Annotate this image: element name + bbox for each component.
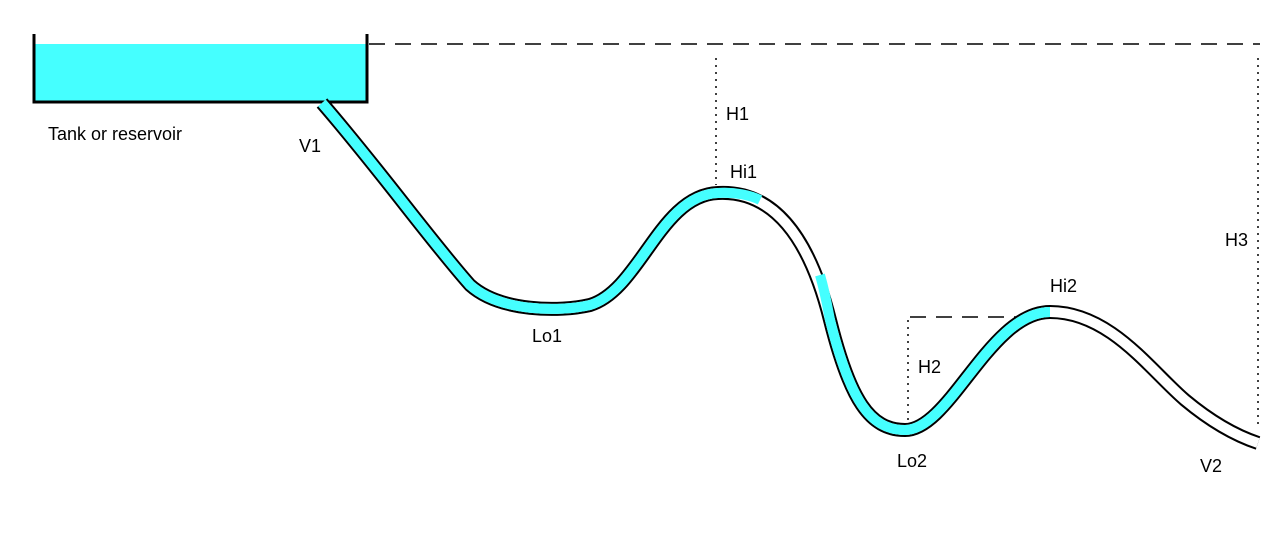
v2-label: V2: [1200, 456, 1222, 476]
lo1-label: Lo1: [532, 326, 562, 346]
tank-water: [34, 44, 367, 102]
lo2-label: Lo2: [897, 451, 927, 471]
pipe-water-right: [815, 273, 1051, 436]
pipe-water-left: [318, 99, 763, 314]
tank-walls: [32, 34, 369, 104]
h1-label: H1: [726, 104, 749, 124]
h3-label: H3: [1225, 230, 1248, 250]
hi1-label: Hi1: [730, 162, 757, 182]
hi2-label: Hi2: [1050, 276, 1077, 296]
tank-label: Tank or reservoir: [48, 124, 182, 144]
v1-label: V1: [299, 136, 321, 156]
h2-label: H2: [918, 357, 941, 377]
